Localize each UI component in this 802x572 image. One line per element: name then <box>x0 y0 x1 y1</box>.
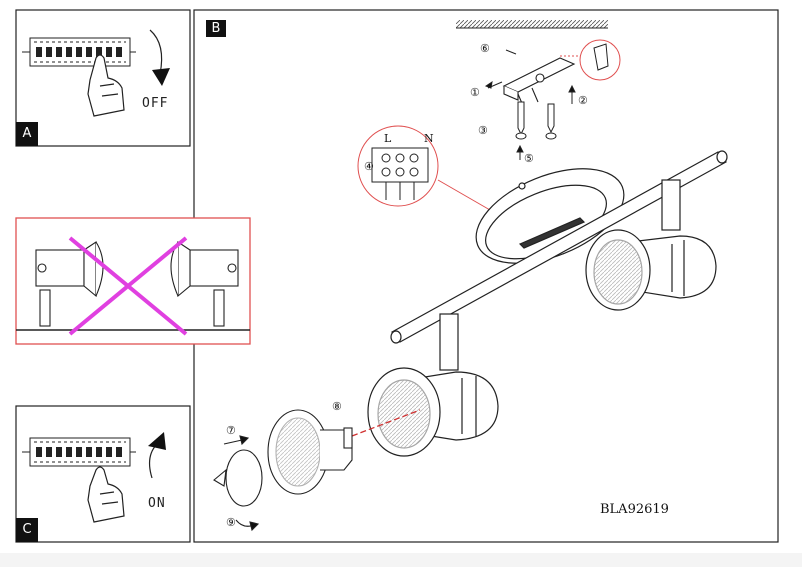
panel-c <box>15 405 191 543</box>
hand-icon <box>87 466 125 523</box>
canopy-illustration <box>475 168 625 264</box>
retaining-ring-illustration <box>213 435 263 532</box>
spot-right-head <box>585 179 717 311</box>
step-1-label: ① <box>470 86 480 99</box>
switch-off-text: OFF <box>142 96 169 111</box>
wall-plug-detail <box>560 39 621 81</box>
forbidden-cross-icon <box>68 236 188 336</box>
breaker-block-icon <box>22 437 136 467</box>
step-2-label: ② <box>578 94 588 107</box>
terminal-label-live: L <box>384 132 392 145</box>
model-code: BLA92619 <box>600 502 669 517</box>
terminal-label-neutral: N <box>424 132 434 145</box>
terminal-block-detail <box>357 125 491 211</box>
step-8-label: ⑧ <box>332 400 342 413</box>
warning-panel <box>15 217 251 345</box>
alignment-line <box>351 409 421 437</box>
track-bar-illustration <box>390 150 728 344</box>
assembly-arrows <box>484 49 576 160</box>
step-4-label: ④ <box>364 160 374 173</box>
step-9-label: ⑨ <box>226 516 236 529</box>
panel-b-label: B <box>206 21 226 37</box>
spot-left-head <box>367 313 499 457</box>
panel-c-label: C <box>16 522 38 538</box>
rotate-down-arrow-icon <box>149 29 170 86</box>
mounting-bracket-illustration <box>502 57 576 109</box>
panel-a-label: A <box>16 126 38 142</box>
switch-on-text: ON <box>148 496 166 511</box>
step-5-label: ⑤ <box>524 152 534 165</box>
rotate-up-arrow-icon <box>148 432 166 479</box>
halogen-bulb-illustration <box>267 409 353 495</box>
ceiling-hatch <box>456 20 608 29</box>
hand-icon <box>87 54 125 117</box>
screw-icon <box>515 101 557 140</box>
footer-strip <box>0 553 802 567</box>
step-6-label: ⑥ <box>480 42 490 55</box>
breaker-block-icon <box>22 37 136 67</box>
step-7-label: ⑦ <box>226 424 236 437</box>
step-3-label: ③ <box>478 124 488 137</box>
panel-a <box>15 9 191 147</box>
